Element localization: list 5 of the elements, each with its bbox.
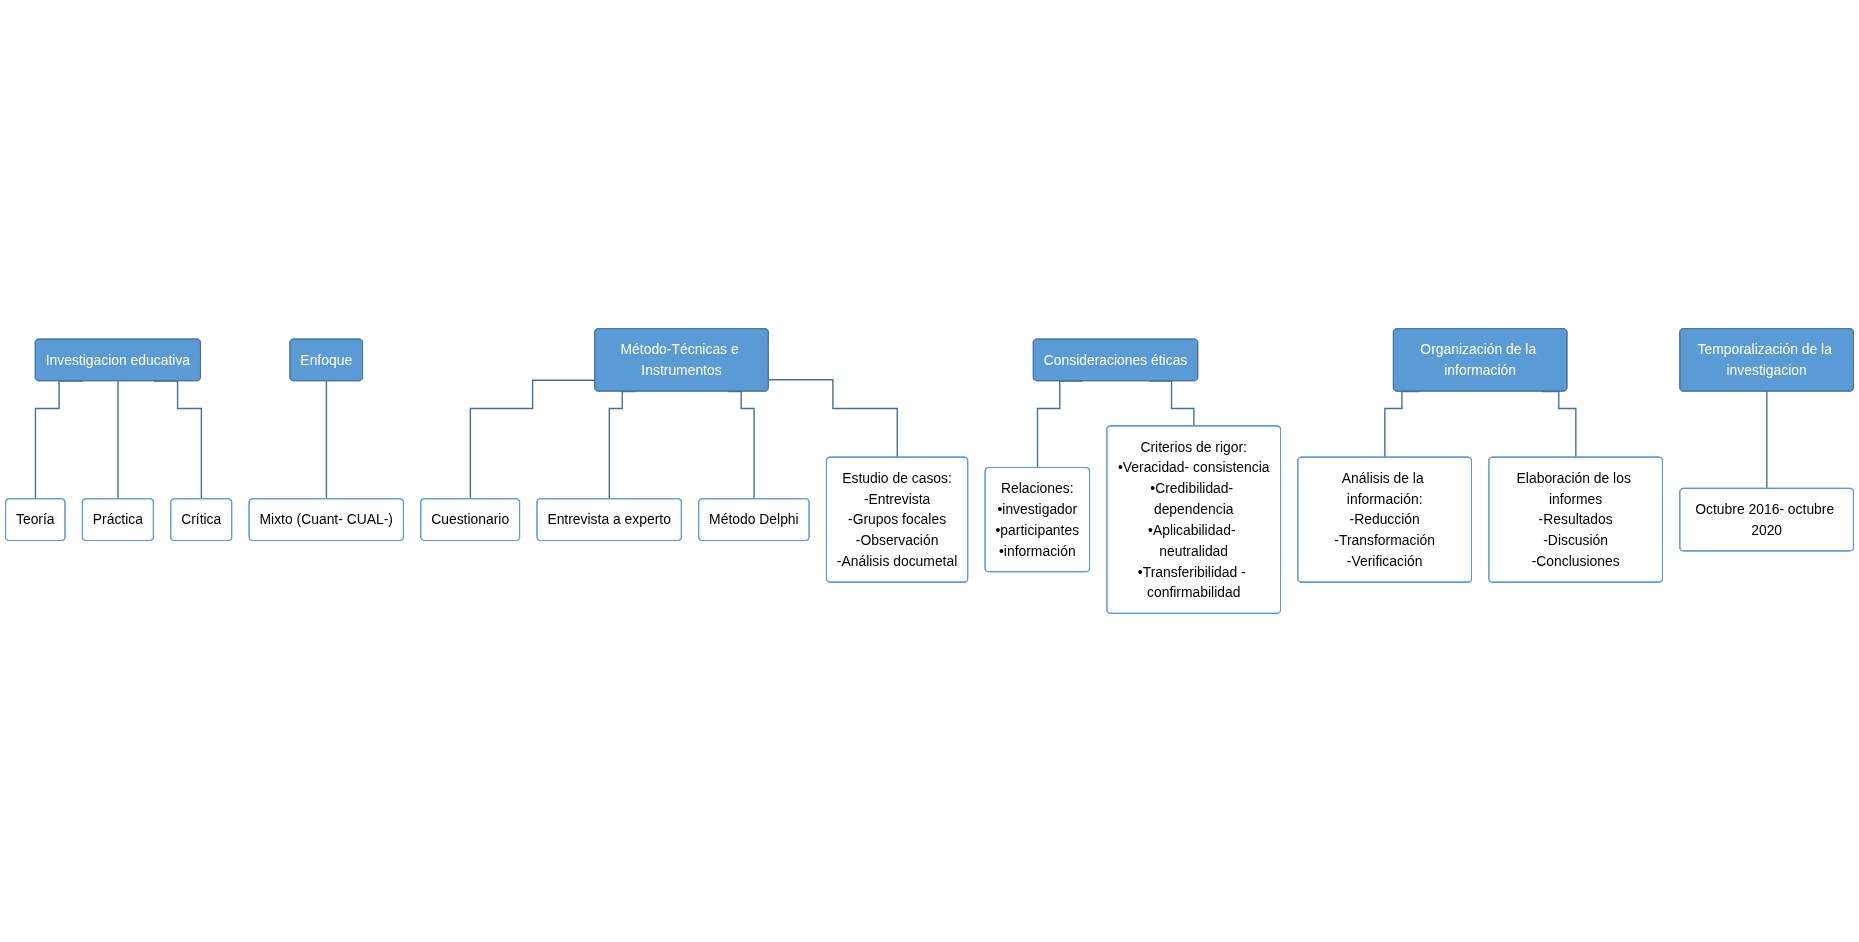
connector <box>1766 390 1768 490</box>
connector <box>469 379 596 500</box>
connector <box>325 380 328 500</box>
connector <box>767 379 899 459</box>
connector <box>117 380 119 500</box>
